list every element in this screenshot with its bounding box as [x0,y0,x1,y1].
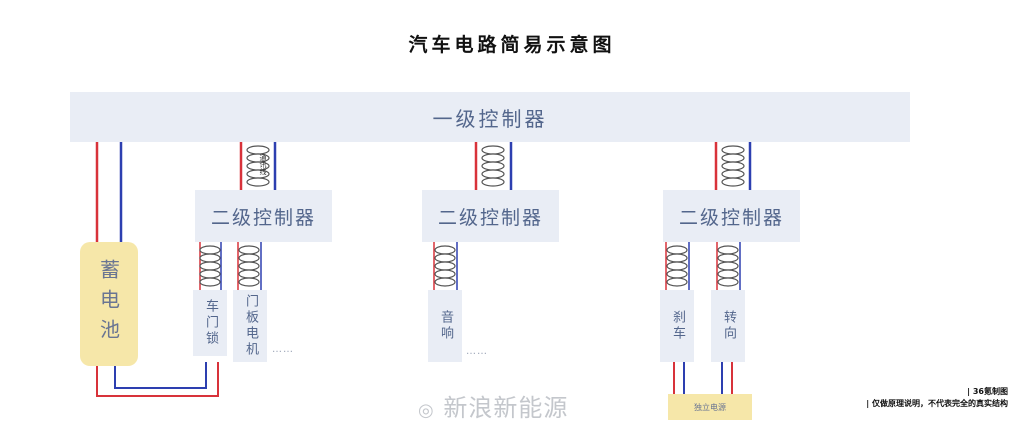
device-steering: 转向 [711,290,745,362]
diagram-title: 汽车电路简易示意图 [408,34,616,56]
device-door-motor: 门板电机 [233,290,267,362]
level2-controller-1: 二级控制器 [195,190,332,242]
level2-controller-2: 二级控制器 [422,190,559,242]
bus-coil-icon-2 [481,145,505,187]
battery: 蓄电池 [80,242,138,366]
device-brake: 刹车 [660,290,694,362]
weibo-logo-icon: ◎ [418,400,435,421]
level1-controller: 一级控制器 [70,92,910,142]
footnote-disclaimer: | 仅做原理说明，不代表完全的真实结构 [866,399,1008,408]
bus-coil-icon-1 [246,145,270,187]
footnote-source: | 36氪制图 [967,387,1008,396]
ellipsis-1: …… [272,344,294,355]
level2-controller-3: 二级控制器 [663,190,800,242]
device-coil-icons [199,245,739,287]
bus-coil-icon-3 [721,145,745,187]
device-door-lock: 车门锁 [193,290,227,356]
watermark: ◎ 新浪新能源 [418,394,569,422]
device-audio: 音响 [428,290,462,362]
bus-label: 通讯线 [259,154,267,175]
footnote: | 36氪制图 | 仅做原理说明，不代表完全的真实结构 [866,386,1008,410]
independent-power-source: 独立电源 [668,394,752,420]
battery-red-return [96,362,219,397]
battery-blue-return [114,362,207,389]
ellipsis-2: …… [466,346,488,357]
